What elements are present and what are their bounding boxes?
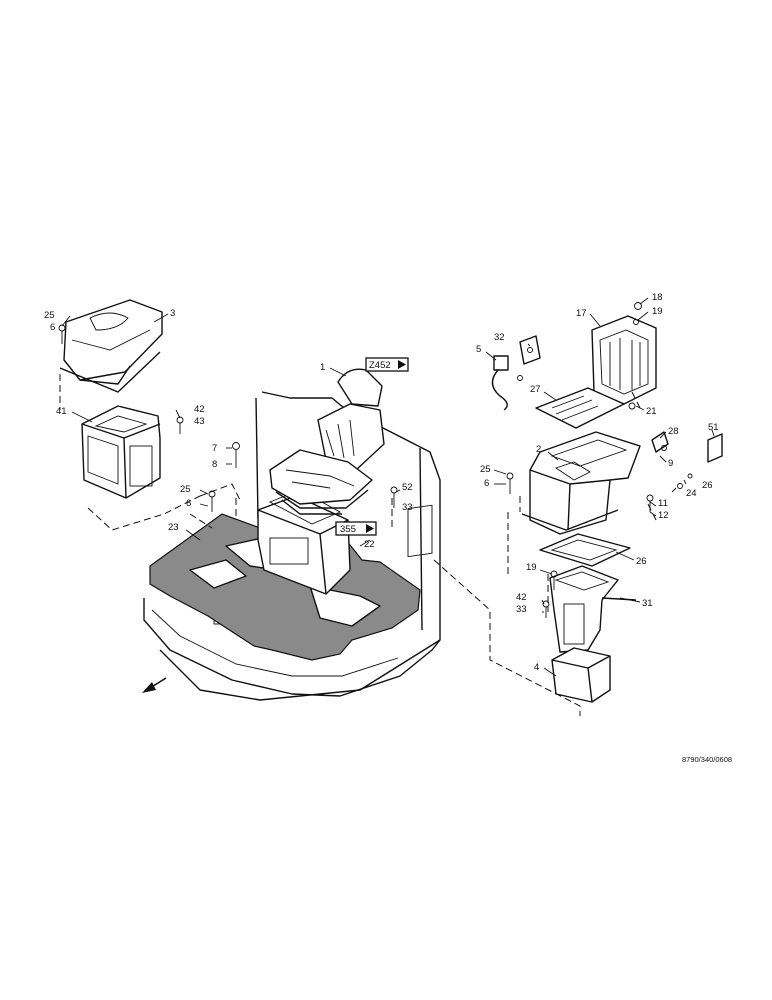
callout-6: 6	[484, 478, 489, 489]
callout-27: 27	[530, 384, 541, 395]
part-grid-27	[535, 387, 625, 429]
assembly-lines	[59, 374, 657, 716]
callout-25: 25	[44, 310, 55, 321]
callout-23: 24	[686, 488, 697, 499]
callout-2: 2	[536, 444, 541, 455]
callout-18: 21	[646, 406, 657, 417]
callout-24: 26	[702, 480, 713, 491]
reference-box-z452: Z452	[365, 357, 409, 372]
callout-6: 6	[186, 498, 191, 509]
callout-12: 12	[658, 510, 669, 521]
callout-33: 33	[516, 604, 527, 615]
leader-lines	[61, 297, 715, 677]
callout-7: 7	[212, 443, 217, 454]
callout-42: 42	[194, 404, 205, 415]
callout-11: 11	[658, 498, 668, 509]
reference-box-355: 355	[335, 521, 377, 536]
callout-19: 19	[526, 562, 537, 573]
callout-labels: 25 6 3 1 41 42 43 7 8 25 6 23 52 33 22 3…	[44, 292, 719, 673]
part-cab-frame	[143, 391, 441, 701]
callout-31: 31	[642, 598, 653, 609]
part-console-2	[521, 431, 641, 535]
callout-21: 22	[364, 539, 375, 550]
reference-label: Z452	[369, 360, 391, 371]
callout-9: 9	[668, 458, 673, 469]
part-switch-32	[519, 335, 541, 365]
part-seat-1	[269, 368, 385, 515]
callout-6: 6	[50, 322, 55, 333]
callout-8: 8	[212, 459, 217, 470]
callout-15: 17	[576, 308, 587, 319]
callout-3: 3	[170, 308, 175, 319]
hardware	[58, 302, 693, 618]
direction-arrow-icon	[142, 677, 167, 693]
callout-43: 43	[194, 416, 205, 427]
callout-28: 28	[668, 426, 679, 437]
part-bracket-51	[707, 433, 723, 463]
callout-25: 25	[480, 464, 491, 475]
part-clip-28	[651, 431, 669, 453]
drawing-code: 8790/340/0608	[682, 755, 732, 764]
part-frame-26	[539, 533, 631, 567]
part-box-frame-41	[81, 405, 161, 499]
callout-25: 25	[180, 484, 191, 495]
reference-arrow-icon	[398, 360, 406, 369]
part-duct-31	[549, 565, 637, 653]
part-bin-4	[551, 647, 611, 703]
callout-26: 26	[636, 556, 647, 567]
callout-22: 23	[168, 522, 179, 533]
callout-16: 18	[652, 292, 663, 303]
callout-4: 4	[534, 662, 539, 673]
part-harness-5	[491, 355, 509, 411]
callout-33: 33	[402, 502, 413, 513]
callout-32: 32	[494, 332, 505, 343]
callout-41: 41	[56, 406, 67, 417]
reference-label: 355	[340, 524, 356, 535]
callout-1: 1	[320, 362, 325, 373]
callout-52: 52	[402, 482, 413, 493]
part-filter-15	[591, 315, 657, 405]
callout-51: 51	[708, 422, 719, 433]
callout-labels-extra: 9 19 26	[526, 458, 673, 573]
callout-5: 5	[476, 344, 481, 355]
callout-17: 19	[652, 306, 663, 317]
callout-42: 42	[516, 592, 527, 603]
part-cover-3	[59, 299, 163, 393]
reference-arrow-icon	[366, 524, 374, 533]
